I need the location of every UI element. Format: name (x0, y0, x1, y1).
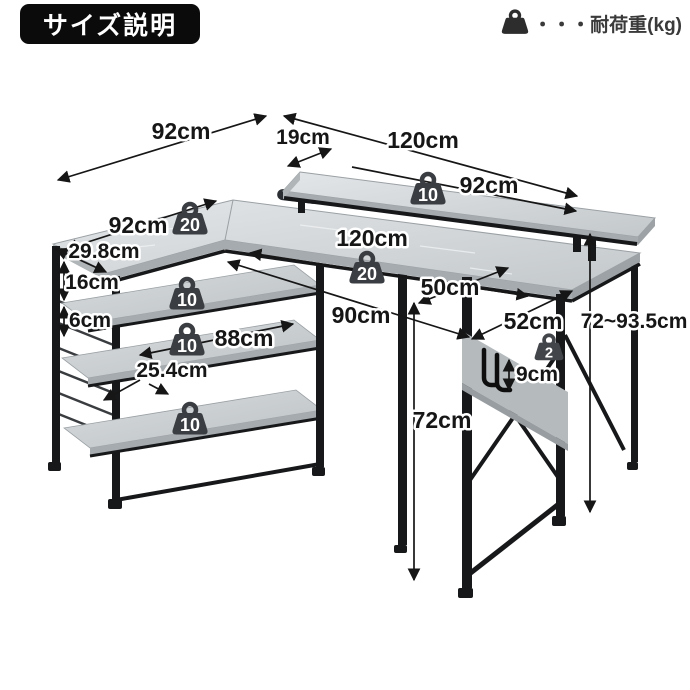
load-badge-side-pocket: 2 (532, 333, 566, 363)
svg-text:10: 10 (418, 185, 438, 205)
dim-monitor-shelf-main-width: 92cm (460, 172, 519, 198)
dim-total-height: 72~93.5cm (581, 310, 688, 333)
desk-rear-legs (394, 228, 638, 553)
load-capacity-legend: ・・・耐荷重(kg) (500, 6, 682, 40)
load-badge-shelf-1: 10 (169, 279, 204, 310)
load-badge-shelf-2: 10 (169, 325, 204, 356)
dim-monitor-shelf-width: 120cm (387, 127, 459, 153)
svg-text:20: 20 (180, 215, 200, 235)
dim-desk-depth: 50cm (421, 274, 480, 300)
dim-shelf-board-depth: 25.4cm (136, 359, 207, 382)
dim-knee-space: 90cm (332, 302, 391, 328)
svg-text:10: 10 (180, 415, 200, 435)
legend-label: ・・・耐荷重(kg) (533, 14, 682, 36)
load-badge-wing: 20 (172, 204, 207, 235)
svg-text:2: 2 (545, 345, 553, 361)
dim-desk-height: 72cm (413, 407, 472, 433)
dim-wing-length: 92cm (109, 212, 168, 238)
dim-shelf-width: 88cm (215, 325, 274, 351)
load-badges: 20 20 10 10 10 10 2 (169, 174, 566, 435)
dim-wing-top: 92cm (152, 118, 211, 144)
svg-text:10: 10 (177, 336, 197, 356)
dim-pocket-height: 9cm (516, 363, 558, 386)
dim-desk-shelf-gap: 16cm (65, 271, 119, 294)
weight-icon (501, 9, 529, 34)
svg-text:20: 20 (357, 264, 377, 284)
dimension-labels: 92cm 19cm 120cm 92cm 92cm 29.8cm 16cm 6c… (63, 116, 690, 436)
svg-text:10: 10 (177, 290, 197, 310)
page-title: サイズ説明 (20, 4, 200, 44)
dim-right-side-depth: 52cm (504, 308, 563, 334)
dim-desk-width: 120cm (336, 225, 408, 251)
load-badge-monitor-shelf: 10 (410, 174, 445, 205)
dimension-lines (54, 112, 597, 582)
page-title-text: サイズ説明 (42, 12, 178, 40)
dim-shelf-pitch: 6cm (69, 309, 111, 332)
load-badge-shelf-3: 10 (172, 404, 207, 435)
dim-shelf-depth: 19cm (276, 126, 330, 149)
load-badge-desk: 20 (349, 253, 384, 284)
dim-wing-depth: 29.8cm (68, 240, 139, 263)
